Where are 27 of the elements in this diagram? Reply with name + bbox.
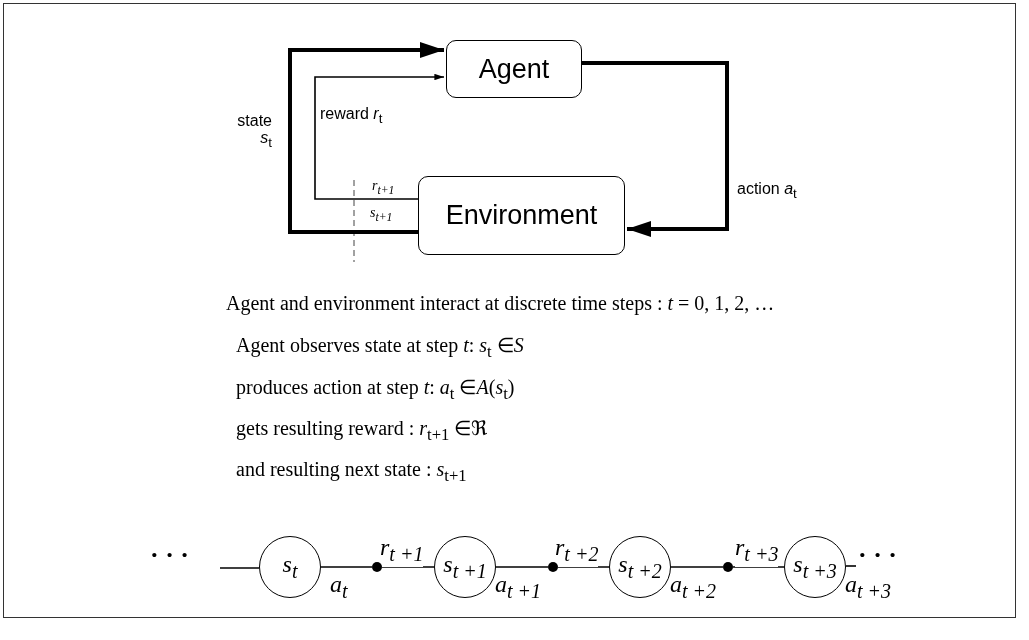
process-box: Environment (418, 176, 625, 255)
state-circle: s$_{t}$ (259, 536, 321, 598)
state-circle: s$_{t +2}$ (609, 536, 671, 598)
dot-marker (372, 562, 382, 572)
arrow (582, 61, 729, 237)
text-line: Agent observes state at step t: s$_{t}$ ∈S (236, 333, 524, 362)
connector-line (845, 565, 857, 567)
connector-line (670, 566, 724, 568)
connector-line (557, 566, 610, 568)
text-line: gets resulting reward : r$_{t+1}$ ∈ℜ (236, 416, 488, 445)
connector-line (320, 566, 373, 568)
text-line: produces action at step t: a$_{t}$ ∈A(s$_{t}$) (236, 375, 515, 404)
connector-line (732, 566, 785, 568)
text-line: Agent and environment interact at discrete time steps : t = 0, 1, 2, … (226, 292, 775, 315)
process-box: Agent (446, 40, 582, 98)
state-circle: s$_{t +3}$ (784, 536, 846, 598)
arrow (288, 42, 444, 234)
dot-marker (548, 562, 558, 572)
connector-line (219, 567, 260, 569)
ellipsis: · · · (858, 540, 897, 570)
ellipsis: · · · (150, 540, 189, 570)
connector-line (381, 566, 435, 568)
dot-marker (723, 562, 733, 572)
state-circle: s$_{t +1}$ (434, 536, 496, 598)
arrow (314, 73, 445, 200)
text-line: and resulting next state : s$_{t+1}$ (236, 458, 467, 486)
connector-line (495, 566, 549, 568)
